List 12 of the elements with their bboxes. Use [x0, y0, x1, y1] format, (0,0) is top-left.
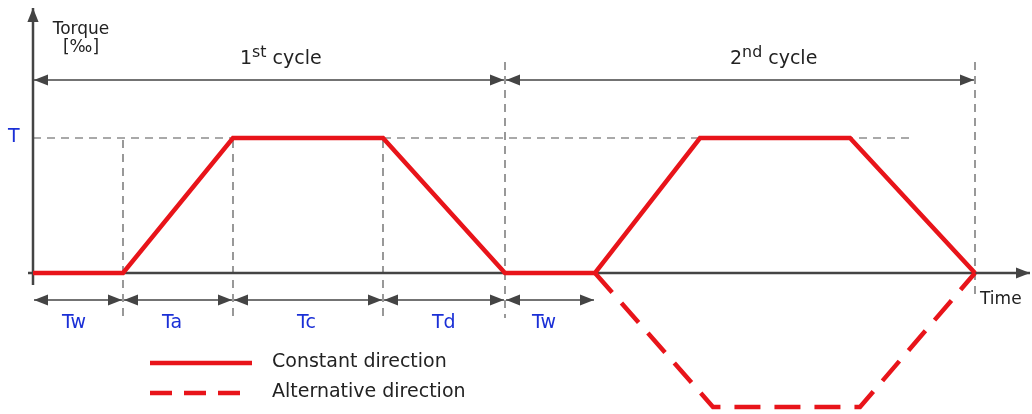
- duration-label: Tw: [532, 312, 556, 332]
- axis-title: Torque [‰]: [51, 20, 111, 56]
- tick-label: T: [8, 126, 20, 146]
- duration-label: Ta: [162, 312, 183, 332]
- cycle-label: 1$^{st}$ cycle: [240, 44, 322, 69]
- legend-label: Constant direction: [272, 351, 447, 371]
- legend-label: Alternative direction: [272, 381, 466, 401]
- duration-label: Td: [432, 312, 456, 332]
- axis-title: Time: [980, 290, 1022, 308]
- cycle-label: 2$^{nd}$ cycle: [730, 44, 818, 69]
- duration-label: Tc: [297, 312, 316, 332]
- duration-label: Tw: [62, 312, 86, 332]
